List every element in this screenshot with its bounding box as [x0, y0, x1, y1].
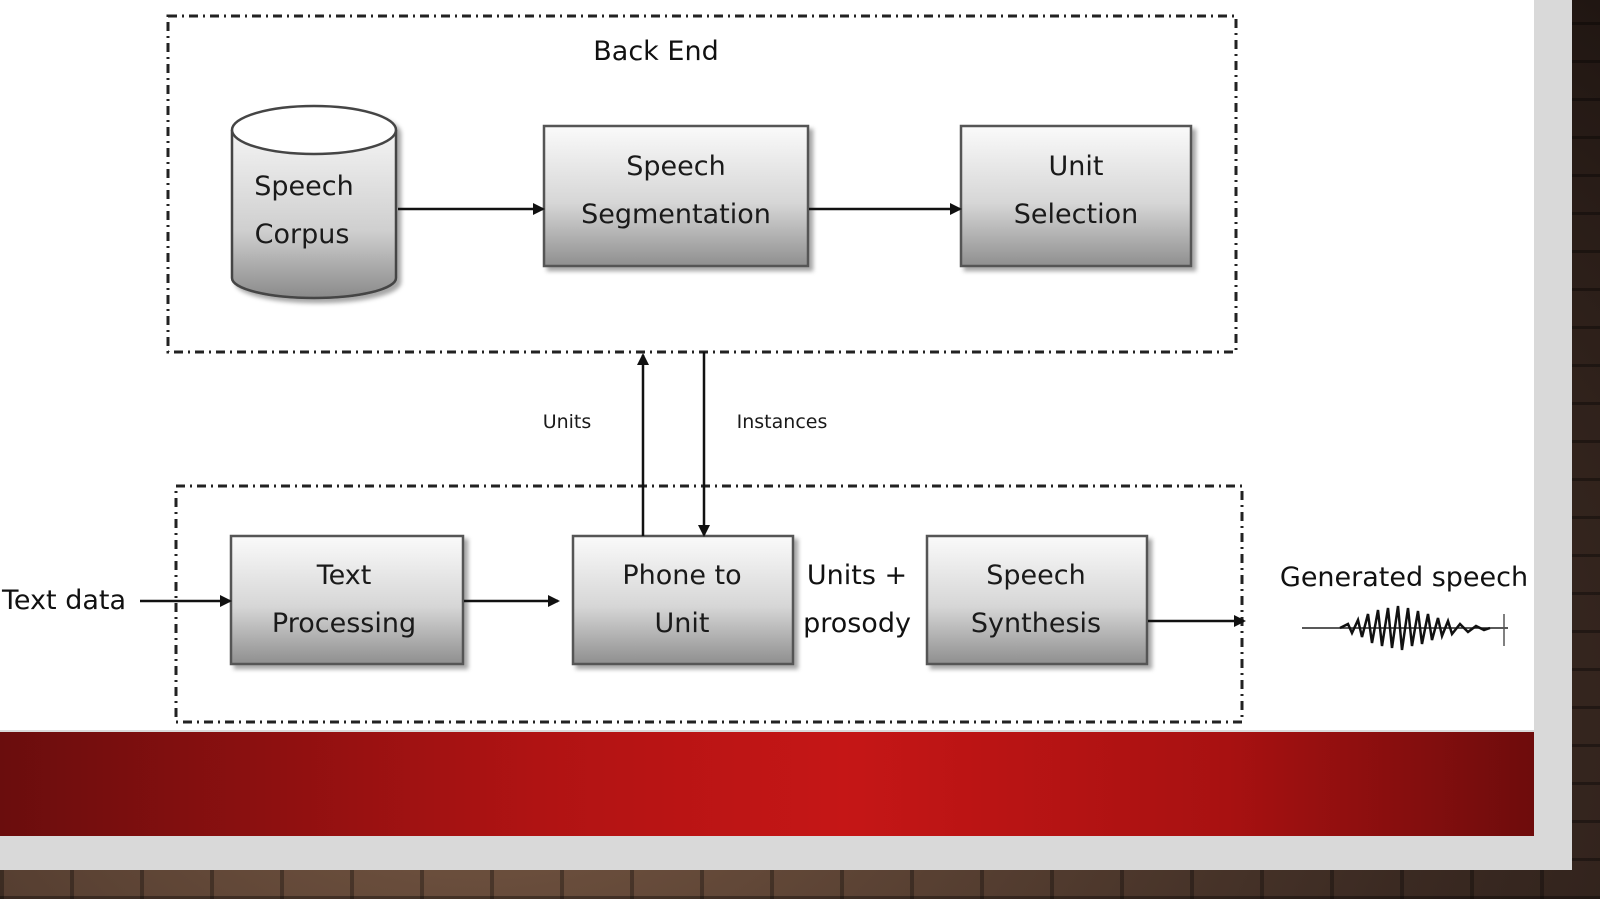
speech-segmentation-label-line2: Segmentation [581, 199, 771, 230]
back-end-title: Back End [593, 36, 718, 67]
phone-to-unit-label-line2: Unit [655, 608, 710, 639]
speech-synthesis-label-line1: Speech [986, 560, 1085, 591]
text-processing-label-line1: Text [316, 560, 372, 591]
back-end-group-border [166, 14, 1238, 354]
speech-segmentation-node [542, 124, 810, 268]
speech-synthesis-label-line2: Synthesis [971, 608, 1101, 639]
speech-corpus-label-line1: Speech [254, 171, 353, 202]
speech-segmentation-label-line1: Speech [626, 151, 725, 182]
unit-selection-node [959, 124, 1193, 268]
unit-selection-label-line2: Selection [1014, 199, 1138, 230]
edge-label-units-prosody-line1: Units + [807, 560, 907, 591]
slide-footer-band [0, 732, 1534, 836]
waveform-icon [1302, 605, 1508, 651]
input-label-text-data: Text data [1, 585, 126, 616]
speech-corpus-node [230, 104, 398, 300]
text-processing-node [229, 534, 465, 666]
phone-to-unit-label-line1: Phone to [622, 560, 741, 591]
speech-corpus-label-line2: Corpus [255, 219, 350, 250]
front-end-group-border [174, 484, 1244, 724]
phone-to-unit-node [571, 534, 795, 666]
speech-synthesis-node [925, 534, 1149, 666]
output-label-generated-speech: Generated speech [1280, 562, 1528, 593]
edge-label-instances: Instances [737, 411, 828, 433]
text-processing-label-line2: Processing [272, 608, 416, 639]
edge-label-units-prosody-line2: prosody [803, 608, 911, 639]
edge-label-units: Units [543, 411, 592, 433]
unit-selection-label-line1: Unit [1049, 151, 1104, 182]
